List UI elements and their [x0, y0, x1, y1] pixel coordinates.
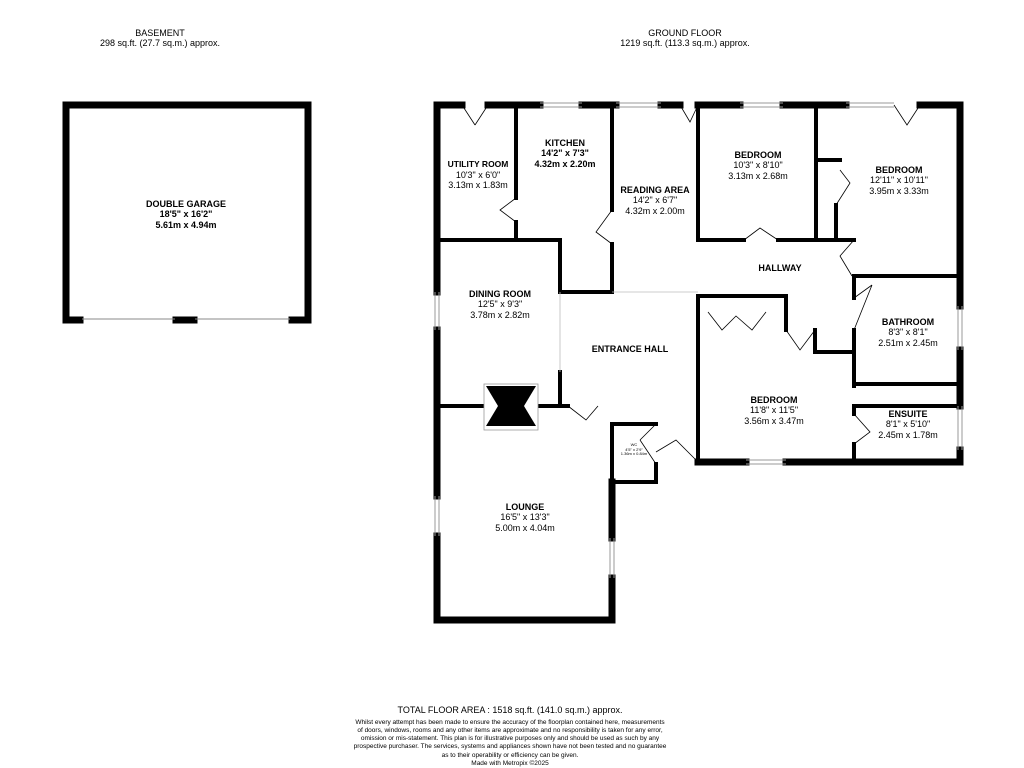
room-imperial: 8'3" x 8'1": [888, 327, 928, 338]
fireplace: [483, 383, 539, 431]
room-entrance-hall: ENTRANCE HALL: [570, 344, 690, 354]
disclaimer: Whilst every attempt has been made to en…: [320, 719, 700, 768]
disclaimer-line: as to their operability or efficiency ca…: [441, 751, 579, 759]
room-imperial: 16'5" x 13'3": [500, 512, 550, 523]
room-metric: 3.56m x 3.47m: [744, 415, 804, 426]
room-metric: 5.61m x 4.94m: [155, 219, 217, 230]
room-name: BEDROOM: [750, 395, 798, 405]
disclaimer-line: Whilst every attempt has been made to en…: [355, 719, 665, 726]
windows: [434, 102, 963, 578]
room-metric: 4.32m x 2.00m: [625, 205, 685, 216]
room-bedroom-3: BEDROOM 11'8" x 11'5" 3.56m x 3.47m: [724, 395, 824, 426]
room-name: DINING ROOM: [469, 289, 531, 299]
room-double-garage: DOUBLE GARAGE 18'5" x 16'2" 5.61m x 4.94…: [126, 199, 246, 230]
room-bedroom-1: BEDROOM 10'3" x 8'10" 3.13m x 2.68m: [710, 150, 806, 181]
room-imperial: 10'3" x 8'10": [733, 160, 783, 171]
room-name: ENSUITE: [888, 409, 928, 419]
room-lounge: LOUNGE 16'5" x 13'3" 5.00m x 4.04m: [470, 502, 580, 533]
room-metric: 3.13m x 1.83m: [448, 180, 508, 191]
room-imperial: 14'2" x 7'3": [541, 148, 589, 159]
room-imperial: 12'5" x 9'3": [477, 299, 523, 310]
room-metric: 4.32m x 2.20m: [534, 158, 596, 169]
room-name: UTILITY ROOM: [447, 159, 509, 169]
disclaimer-line: of doors, windows, rooms and any other i…: [357, 727, 663, 735]
room-name: HALLWAY: [758, 263, 802, 273]
open-plan-lines: [559, 291, 698, 372]
room-metric: 2.45m x 1.78m: [878, 429, 938, 440]
room-imperial: 4'5" x 2'9": [625, 446, 643, 452]
room-utility: UTILITY ROOM 10'3" x 6'0" 3.13m x 1.83m: [440, 159, 516, 191]
room-imperial: 10'3" x 6'0": [455, 169, 501, 180]
disclaimer-line: omission or mis-statement. This plan is …: [360, 735, 660, 743]
room-metric: 3.95m x 3.33m: [869, 185, 929, 196]
room-dining: DINING ROOM 12'5" x 9'3" 3.78m x 2.82m: [452, 289, 548, 320]
room-imperial: 11'8" x 11'5": [749, 405, 799, 416]
room-kitchen: KITCHEN 14'2" x 7'3" 4.32m x 2.20m: [520, 138, 610, 169]
room-bathroom: BATHROOM 8'3" x 8'1" 2.51m x 2.45m: [862, 317, 954, 348]
room-imperial: 12'11" x 10'11": [869, 175, 929, 186]
room-name: LOUNGE: [505, 502, 545, 512]
room-imperial: 8'1" x 5'10": [885, 419, 931, 430]
interior-walls: [435, 103, 962, 484]
room-name: BEDROOM: [875, 165, 923, 175]
room-wc: WC 4'5" x 2'9" 1.36m x 0.84m: [614, 442, 654, 457]
room-imperial: 18'5" x 16'2": [159, 209, 213, 220]
room-metric: 3.78m x 2.82m: [470, 309, 530, 320]
room-name: WC: [630, 442, 638, 447]
room-metric: 5.00m x 4.04m: [495, 522, 555, 533]
room-metric: 2.51m x 2.45m: [878, 337, 938, 348]
garage-walls: [62, 101, 312, 324]
disclaimer-line: prospective purchaser. The services, sys…: [353, 743, 667, 751]
room-reading-area: READING AREA 14'2" x 6'7" 4.32m x 2.00m: [612, 185, 698, 216]
room-name: KITCHEN: [545, 138, 585, 148]
ground-floor-title: GROUND FLOOR: [648, 28, 722, 38]
doors: [461, 104, 921, 465]
room-metric: 1.36m x 0.84m: [620, 451, 648, 457]
room-ensuite: ENSUITE 8'1" x 5'10" 2.45m x 1.78m: [862, 409, 954, 440]
room-name: BEDROOM: [734, 150, 782, 160]
room-name: ENTRANCE HALL: [591, 344, 669, 354]
basement-title: BASEMENT: [135, 28, 185, 38]
ground-floor-header: GROUND FLOOR 1219 sq.ft. (113.3 sq.m.) a…: [600, 28, 770, 49]
ground-floor-area: 1219 sq.ft. (113.3 sq.m.) approx.: [620, 38, 750, 49]
room-imperial: 14'2" x 6'7": [632, 195, 678, 206]
room-name: DOUBLE GARAGE: [145, 199, 226, 209]
total-floor-area: TOTAL FLOOR AREA : 1518 sq.ft. (141.0 sq…: [397, 705, 623, 715]
room-name: READING AREA: [620, 185, 690, 195]
basement-header: BASEMENT 298 sq.ft. (27.7 sq.m.) approx.: [90, 28, 230, 49]
room-bedroom-2: BEDROOM 12'11" x 10'11" 3.95m x 3.33m: [844, 165, 954, 196]
room-hallway: HALLWAY: [740, 263, 820, 273]
basement-area: 298 sq.ft. (27.7 sq.m.) approx.: [99, 38, 221, 49]
metropix-credit: Made with Metropix ©2025: [471, 759, 549, 767]
room-name: BATHROOM: [881, 317, 935, 327]
room-metric: 3.13m x 2.68m: [728, 170, 788, 181]
